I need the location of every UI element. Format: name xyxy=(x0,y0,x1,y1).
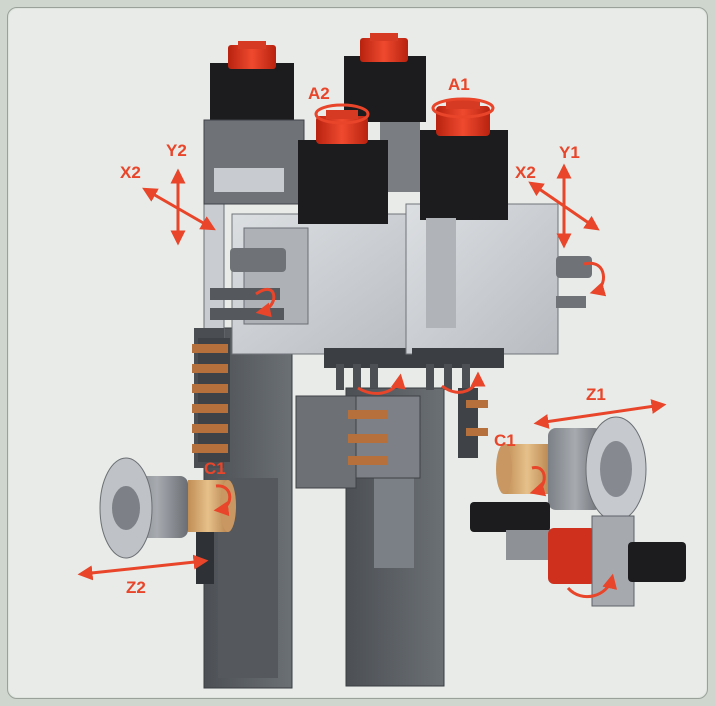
sub-spindle-left xyxy=(99,457,236,584)
rot-arrow-right-head xyxy=(583,261,607,297)
rot-arrow-tool-right xyxy=(441,371,486,394)
a1-rotation-arrow xyxy=(431,97,495,119)
label-y2: Y2 xyxy=(166,141,187,160)
side-tool-right xyxy=(556,256,592,308)
tool-block-right xyxy=(458,388,488,458)
label-a2: A2 xyxy=(308,84,330,103)
machine-diagram: A2 A1 Y2 X2 Y1 X2 Z1 C1 C1 Z2 xyxy=(77,33,686,689)
main-spindle-right xyxy=(496,416,647,522)
diagram-frame: A2 A1 Y2 X2 Y1 X2 Z1 C1 C1 Z2 xyxy=(7,7,708,699)
label-x2-right: X2 xyxy=(515,163,536,182)
spindle-head-right xyxy=(405,100,559,368)
rot-arrow-tool-center xyxy=(357,373,406,395)
z1-arrow xyxy=(533,399,667,429)
live-tool-unit xyxy=(470,502,686,607)
label-z1: Z1 xyxy=(586,385,606,404)
z2-arrow xyxy=(77,554,209,581)
axis-arrows xyxy=(77,97,667,599)
a2-rotation-arrow xyxy=(314,103,370,125)
rot-arrow-live-tool xyxy=(566,573,618,599)
label-z2: Z2 xyxy=(126,578,146,597)
c1-rotation-arrow-right xyxy=(529,466,547,497)
label-c1-right: C1 xyxy=(494,431,516,450)
tool-block-center xyxy=(295,395,421,489)
label-x2-left: X2 xyxy=(120,163,141,182)
x2-arrow-right xyxy=(528,181,600,231)
label-y1: Y1 xyxy=(559,143,580,162)
rot-arrow-left-head xyxy=(255,287,276,318)
vertical-tools xyxy=(336,364,470,390)
axis-labels: A2 A1 Y2 X2 Y1 X2 Z1 C1 C1 Z2 xyxy=(120,75,606,597)
label-a1: A1 xyxy=(448,75,470,94)
label-c1-left: C1 xyxy=(204,459,226,478)
tool-block-left xyxy=(192,338,230,462)
rear-motor-left xyxy=(203,41,305,205)
c1-rotation-arrow-left xyxy=(213,484,232,517)
x2-arrow-left xyxy=(142,187,216,231)
